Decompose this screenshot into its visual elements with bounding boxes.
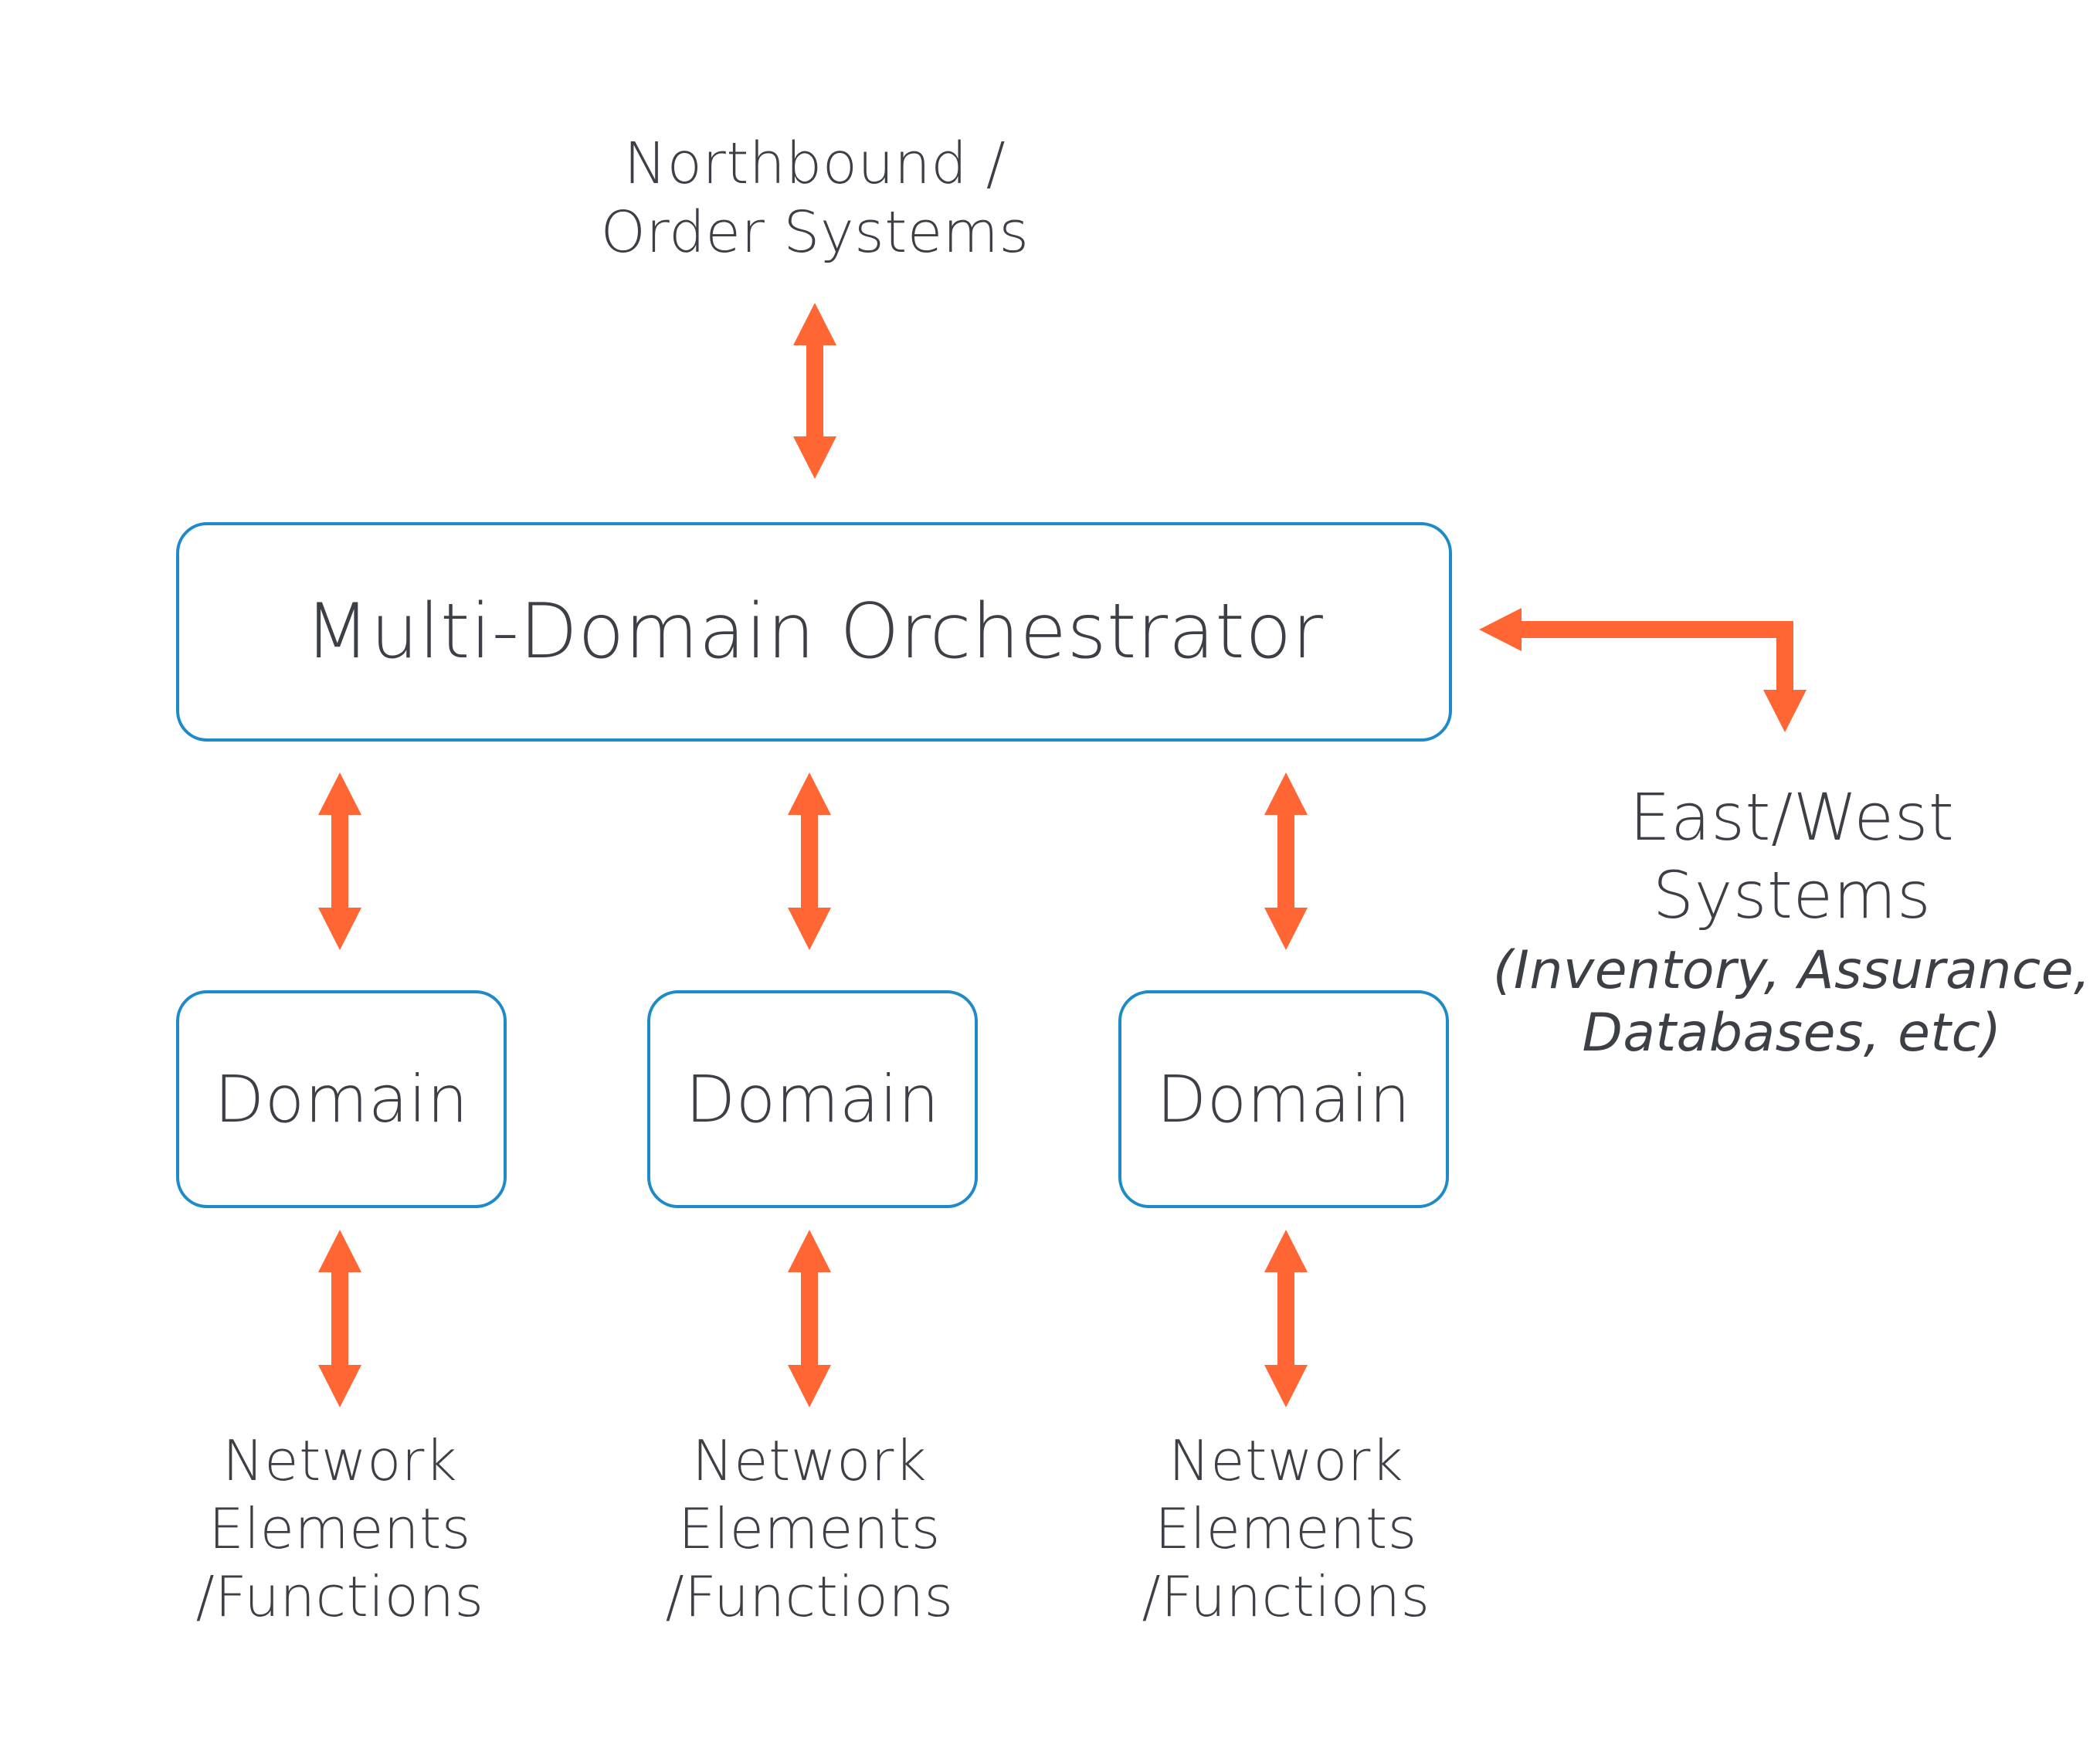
east-west-label: East/West Systems (Inventory, Assurance,…: [1491, 779, 2093, 1065]
domain-3-lower-arrow: [1264, 1230, 1308, 1407]
network-label-3: Network Elements /Functions: [1101, 1427, 1471, 1631]
network-3-line-1: Network: [1168, 1428, 1404, 1493]
domain-box-3: Domain: [1118, 990, 1449, 1208]
northbound-label: Northbound / Order Systems: [541, 130, 1089, 267]
domain-2-upper-arrow: [788, 772, 831, 950]
network-2-line-3: /Functions: [665, 1563, 954, 1629]
domain-label-1: Domain: [214, 1061, 469, 1137]
network-label-1: Network Elements /Functions: [154, 1427, 525, 1631]
northbound-line-1: Northbound /: [623, 131, 1006, 197]
east-west-detail-1: (Inventory, Assurance,: [1492, 939, 2092, 1001]
domain-1-lower-arrow: [318, 1230, 361, 1407]
east-west-arrow: [1479, 608, 1807, 732]
domain-label-3: Domain: [1156, 1061, 1411, 1137]
domain-label-2: Domain: [685, 1061, 940, 1137]
east-west-detail-2: Databases, etc): [1582, 1003, 2002, 1064]
domain-1-upper-arrow: [318, 772, 361, 950]
network-1-line-3: /Functions: [195, 1563, 484, 1629]
domain-3-upper-arrow: [1264, 772, 1308, 950]
network-2-line-1: Network: [691, 1428, 928, 1493]
network-1-line-2: Elements: [209, 1495, 471, 1561]
network-3-line-3: /Functions: [1142, 1563, 1430, 1629]
network-label-2: Network Elements /Functions: [624, 1427, 995, 1631]
northbound-arrow: [793, 303, 836, 479]
network-1-line-1: Network: [222, 1428, 458, 1493]
network-3-line-2: Elements: [1155, 1495, 1417, 1561]
domain-box-2: Domain: [647, 990, 978, 1208]
northbound-line-2: Order Systems: [600, 199, 1030, 266]
east-west-title: East/West Systems: [1629, 779, 1955, 933]
orchestrator-label: Multi-Domain Orchestrator: [304, 588, 1324, 676]
domain-2-lower-arrow: [788, 1230, 831, 1407]
network-2-line-2: Elements: [678, 1495, 941, 1561]
domain-box-1: Domain: [176, 990, 507, 1208]
orchestrator-box: Multi-Domain Orchestrator: [176, 522, 1452, 742]
